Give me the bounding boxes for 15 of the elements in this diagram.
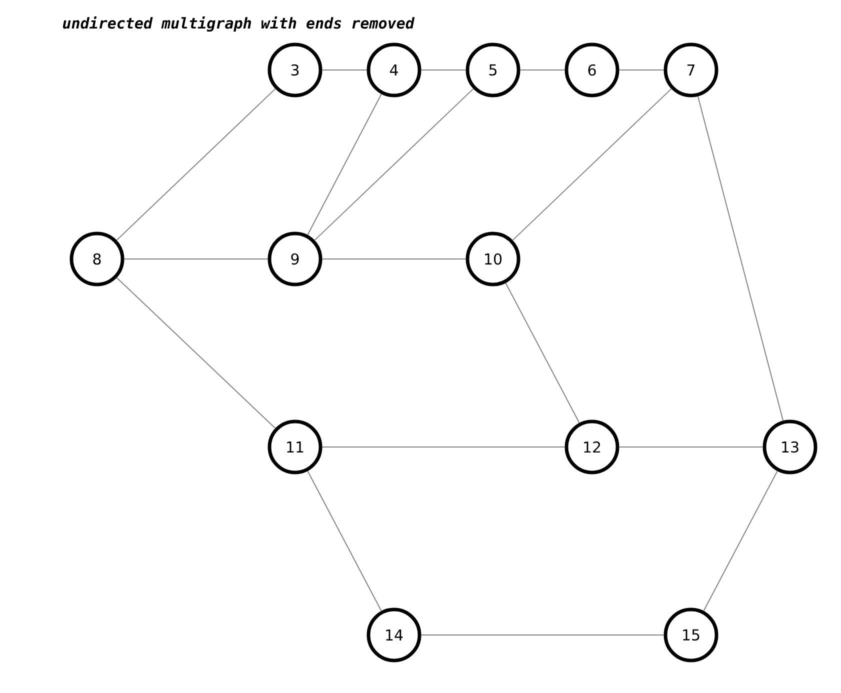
edge-line [697,96,784,422]
edge-line [512,88,672,241]
edge-line [703,470,778,612]
edge-line [618,446,764,448]
edge-line [420,634,664,636]
edge-line [124,258,268,260]
edge-line [314,88,474,241]
edge-line [322,446,566,448]
edge-line [116,88,276,241]
edge-line [505,282,580,424]
edge-line [307,470,382,612]
edge-line [116,277,276,429]
title: undirected multigraph with ends removed [62,16,415,32]
edge-line [322,258,466,260]
edge-line [307,94,382,236]
